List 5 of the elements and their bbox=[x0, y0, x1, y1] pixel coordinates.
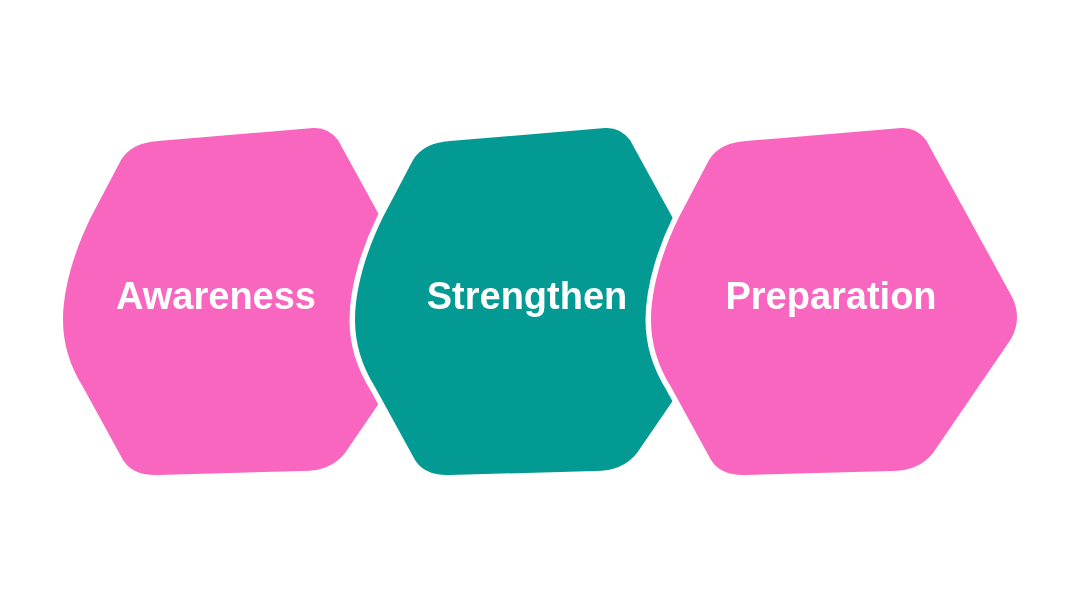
hexagon-shape bbox=[355, 125, 674, 476]
node-label: Preparation bbox=[725, 275, 937, 319]
hexagon-shape bbox=[63, 125, 380, 476]
node-label: Awareness bbox=[116, 275, 316, 319]
node-label: Strengthen bbox=[426, 275, 628, 319]
